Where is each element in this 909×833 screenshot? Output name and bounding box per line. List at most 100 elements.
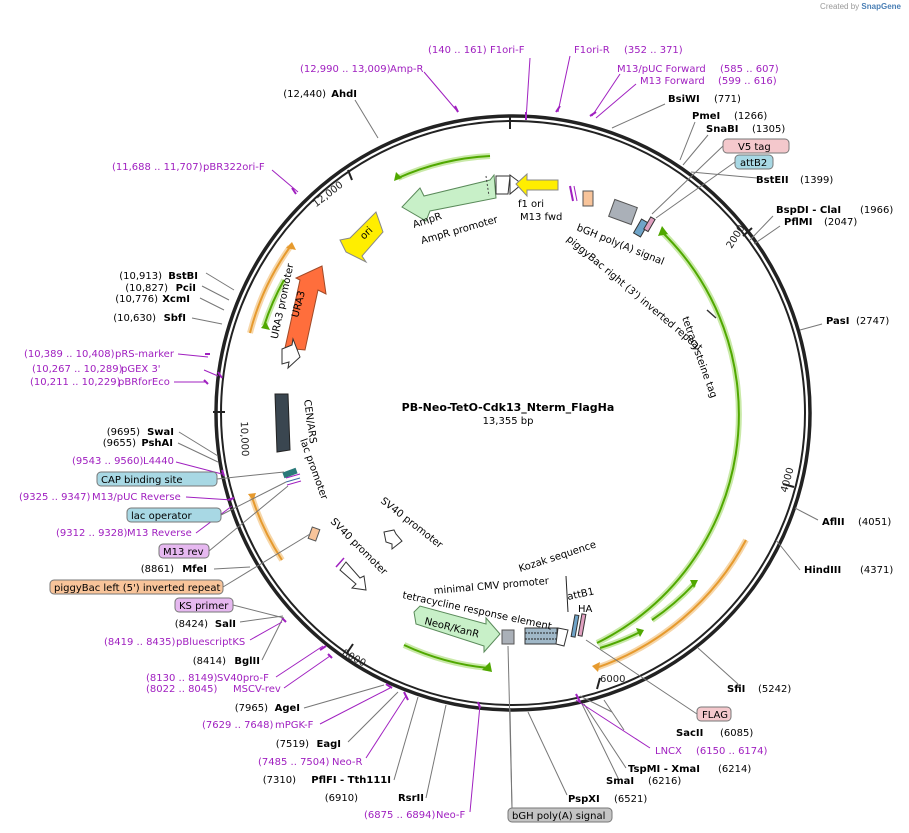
lac-promoter-label: lac promoter	[297, 437, 330, 502]
svg-text:PmeI(1266): PmeI (1266)	[692, 111, 767, 122]
primer-name: M13/pUC Forward	[617, 64, 706, 75]
primer-name: F1ori-F	[490, 45, 525, 56]
attb2-label: attB2	[740, 158, 767, 169]
site-pos: (5242)	[758, 684, 791, 695]
site-pos: (7519)	[276, 739, 309, 750]
primer-ticks	[203, 105, 597, 709]
site-name: AflII	[822, 517, 845, 528]
site-name: EagI	[317, 739, 341, 750]
cen-ars-block	[274, 393, 291, 453]
f1-ori-label: f1 ori	[518, 199, 544, 210]
site-name: BstEII	[756, 175, 789, 186]
site-name: PmeI	[692, 111, 720, 122]
site-pos: (6521)	[614, 794, 647, 805]
sv40-promoter1-arrow	[339, 561, 367, 591]
site-name: SwaI	[147, 427, 174, 438]
tick-label-10000: 10,000	[238, 421, 250, 456]
v5-tag-label: V5 tag	[738, 142, 771, 153]
tick-4000	[782, 483, 795, 488]
primer-range: (6150 .. 6174)	[696, 746, 768, 757]
site-pos: (1966)	[860, 205, 893, 216]
site-name: PflMI	[784, 217, 812, 228]
sv40-promoter2-arrow	[383, 529, 403, 551]
ha-box	[577, 613, 587, 637]
orf-top-arrow	[397, 155, 491, 179]
tick-label-12000: 12,000	[311, 180, 345, 210]
svg-text:TspMI - XmaI(6214): TspMI - XmaI(6214)	[628, 764, 751, 775]
site-pos: (8861)	[141, 564, 174, 575]
tick-8000	[346, 643, 354, 654]
site-name: PflFI - Tth111I	[311, 775, 391, 786]
sv40-promoter1-label: SV40 promoter	[328, 516, 390, 578]
site-pos: (1266)	[734, 111, 767, 122]
tick-2000	[742, 227, 753, 237]
primer-range: (585 .. 607)	[720, 64, 779, 75]
primer-name: mPGK-F	[275, 720, 314, 731]
site-name: BspDI - ClaI	[776, 205, 841, 216]
attb1-label: attB1	[566, 587, 595, 603]
site-name: SmaI	[606, 776, 634, 787]
svg-text:SfiI(5242): SfiI(5242)	[727, 684, 791, 695]
site-pos: (7965)	[235, 703, 268, 714]
orf-left1-head	[286, 242, 296, 250]
primer-range: (9543 .. 9560)	[72, 456, 144, 467]
pb-right-box	[582, 190, 594, 207]
snapgene-brand: SnapGene	[861, 2, 901, 11]
flag-label: FLAG	[702, 710, 728, 721]
primer-range: (140 .. 161)	[428, 45, 487, 56]
site-name: SalI	[215, 619, 236, 630]
site-pos: (771)	[714, 94, 741, 105]
primer-labels: (12,990 .. 13,009) Amp-R (140 .. 161) F1…	[19, 45, 779, 821]
orf-right	[596, 231, 740, 644]
cap-site-label: CAP binding site	[101, 475, 183, 486]
site-pos: (1399)	[800, 175, 833, 186]
site-name: XcmI	[162, 294, 190, 305]
lac-region	[282, 467, 302, 486]
orf-rb	[595, 539, 747, 669]
primer-range: (10,267 .. 10,289)	[32, 364, 123, 375]
site-name: PshAI	[141, 438, 173, 449]
primer-name: pGEX 3'	[121, 364, 161, 375]
pb-left-label: piggyBac left (5') inverted repeat	[54, 583, 220, 594]
site-pos: (2047)	[824, 217, 857, 228]
kozak-label: Kozak sequence	[518, 539, 598, 574]
orf-rb-head	[592, 662, 600, 672]
svg-text:SnaBI(1305): SnaBI(1305)	[706, 124, 785, 135]
site-pos: (9655)	[103, 438, 136, 449]
site-name: PciI	[176, 283, 196, 294]
site-name: SacII	[676, 728, 703, 739]
m13-fwd-mark2	[573, 185, 578, 202]
site-name: RsrII	[398, 793, 424, 804]
kozak-leader	[565, 575, 569, 613]
primer-name: M13 Forward	[640, 76, 705, 87]
site-name: AgeI	[275, 703, 300, 714]
site-pos: (6216)	[648, 776, 681, 787]
primer-range: (7629 .. 7648)	[202, 720, 274, 731]
primer-name: pBluescriptKS	[176, 637, 245, 648]
v5-box	[643, 216, 656, 233]
site-name: PasI	[826, 316, 849, 327]
svg-text:SacII(6085): SacII (6085)	[676, 728, 753, 739]
orf-bottom	[403, 644, 489, 669]
tick-12000	[347, 169, 353, 181]
site-leaders	[177, 99, 823, 809]
orf-right-head	[658, 226, 668, 236]
primer-range: (8419 .. 8435)	[104, 637, 176, 648]
attb1-box	[570, 614, 580, 638]
site-name: TspMI - XmaI	[628, 764, 700, 775]
orf-left1	[249, 246, 291, 334]
orf-sm2-head	[690, 580, 698, 588]
bgh-poly-bottom-label: bGH poly(A) signal	[512, 811, 605, 822]
svg-text:BstEII(1399): BstEII (1399)	[756, 175, 833, 186]
site-pos: (9695)	[107, 427, 140, 438]
site-pos: (12,440)	[283, 89, 326, 100]
site-pos: (10,630)	[113, 313, 156, 324]
site-pos: (6085)	[720, 728, 753, 739]
site-name: BstBI	[168, 271, 198, 282]
primer-range: (10,211 .. 10,229)	[30, 377, 121, 388]
tick-label-2000: 2000	[725, 223, 748, 250]
orf-bottom-halo	[402, 642, 489, 671]
ampr-promoter-box	[495, 175, 511, 195]
m13-fwd-label: M13 fwd	[520, 212, 562, 223]
ha-label: HA	[578, 604, 593, 615]
